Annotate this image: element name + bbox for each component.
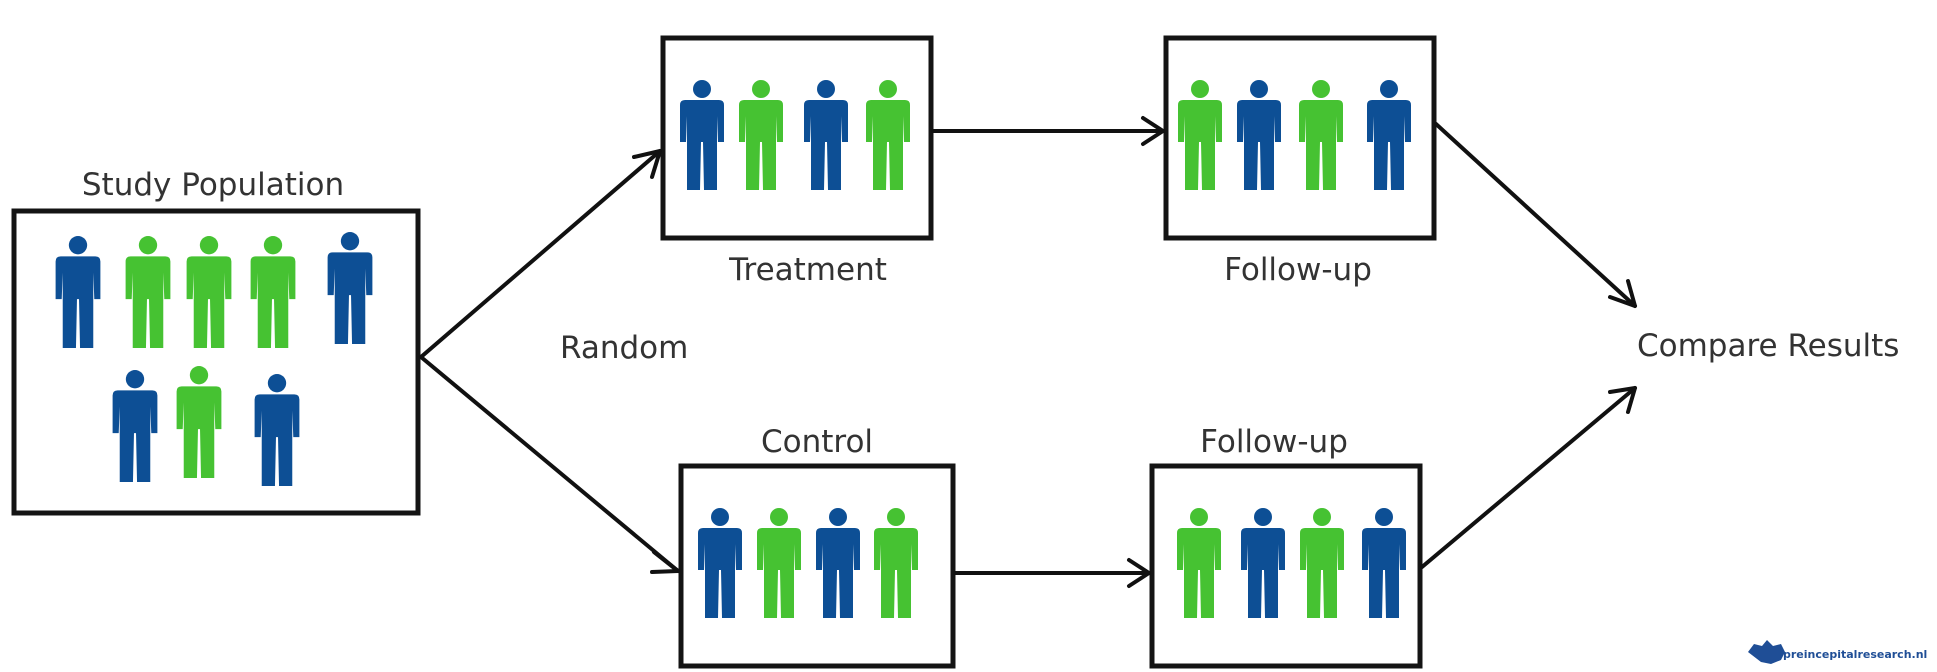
person-icon — [176, 366, 222, 478]
person-icon — [1178, 80, 1222, 190]
study-population-label: Study Population — [82, 167, 344, 203]
compare-results-label: Compare Results — [1637, 328, 1899, 364]
person-icon — [112, 370, 158, 482]
person-icon — [1177, 508, 1221, 618]
study-population-figures — [55, 232, 373, 486]
person-icon — [55, 236, 101, 348]
treatment-followup-figures — [1178, 80, 1411, 190]
logo-icon — [1748, 640, 1785, 664]
control-followup-label: Follow-up — [1200, 424, 1348, 460]
person-icon — [1299, 80, 1343, 190]
treatment-figures — [680, 80, 910, 190]
person-icon — [680, 80, 724, 190]
arrowhead-icon — [1127, 558, 1151, 588]
person-icon — [698, 508, 742, 618]
treatment-followup-label: Follow-up — [1224, 252, 1372, 288]
person-icon — [757, 508, 801, 618]
watermark-text: preincepitalresearch.nl — [1783, 648, 1927, 661]
person-icon — [874, 508, 918, 618]
person-icon — [250, 236, 296, 348]
arrow-treatment-followup-to-compare — [1434, 122, 1637, 308]
arrows — [419, 116, 1637, 588]
arrow-control-followup-to-compare — [1420, 386, 1637, 569]
control-figures — [698, 508, 918, 618]
person-icon — [1237, 80, 1281, 190]
arrowhead-icon — [1608, 279, 1637, 308]
random-label: Random — [560, 330, 688, 366]
person-icon — [254, 374, 300, 486]
arrowhead-icon — [1141, 116, 1165, 146]
person-icon — [186, 236, 232, 348]
control-label: Control — [761, 424, 873, 460]
person-icon — [739, 80, 783, 190]
control-followup-figures — [1177, 508, 1406, 618]
person-icon — [816, 508, 860, 618]
person-icon — [1367, 80, 1411, 190]
person-icon — [125, 236, 171, 348]
person-icon — [1300, 508, 1344, 618]
arrowhead-icon — [650, 550, 680, 574]
person-icon — [866, 80, 910, 190]
arrow-population-to-control — [419, 355, 680, 573]
arrowhead-icon — [1608, 386, 1637, 414]
arrow-population-to-treatment — [419, 149, 662, 359]
person-icon — [327, 232, 373, 344]
person-icon — [804, 80, 848, 190]
treatment-label: Treatment — [728, 252, 887, 288]
watermark-logo: preincepitalresearch.nl — [1748, 640, 1927, 664]
person-icon — [1241, 508, 1285, 618]
person-icon — [1362, 508, 1406, 618]
arrowhead-icon — [632, 149, 662, 179]
